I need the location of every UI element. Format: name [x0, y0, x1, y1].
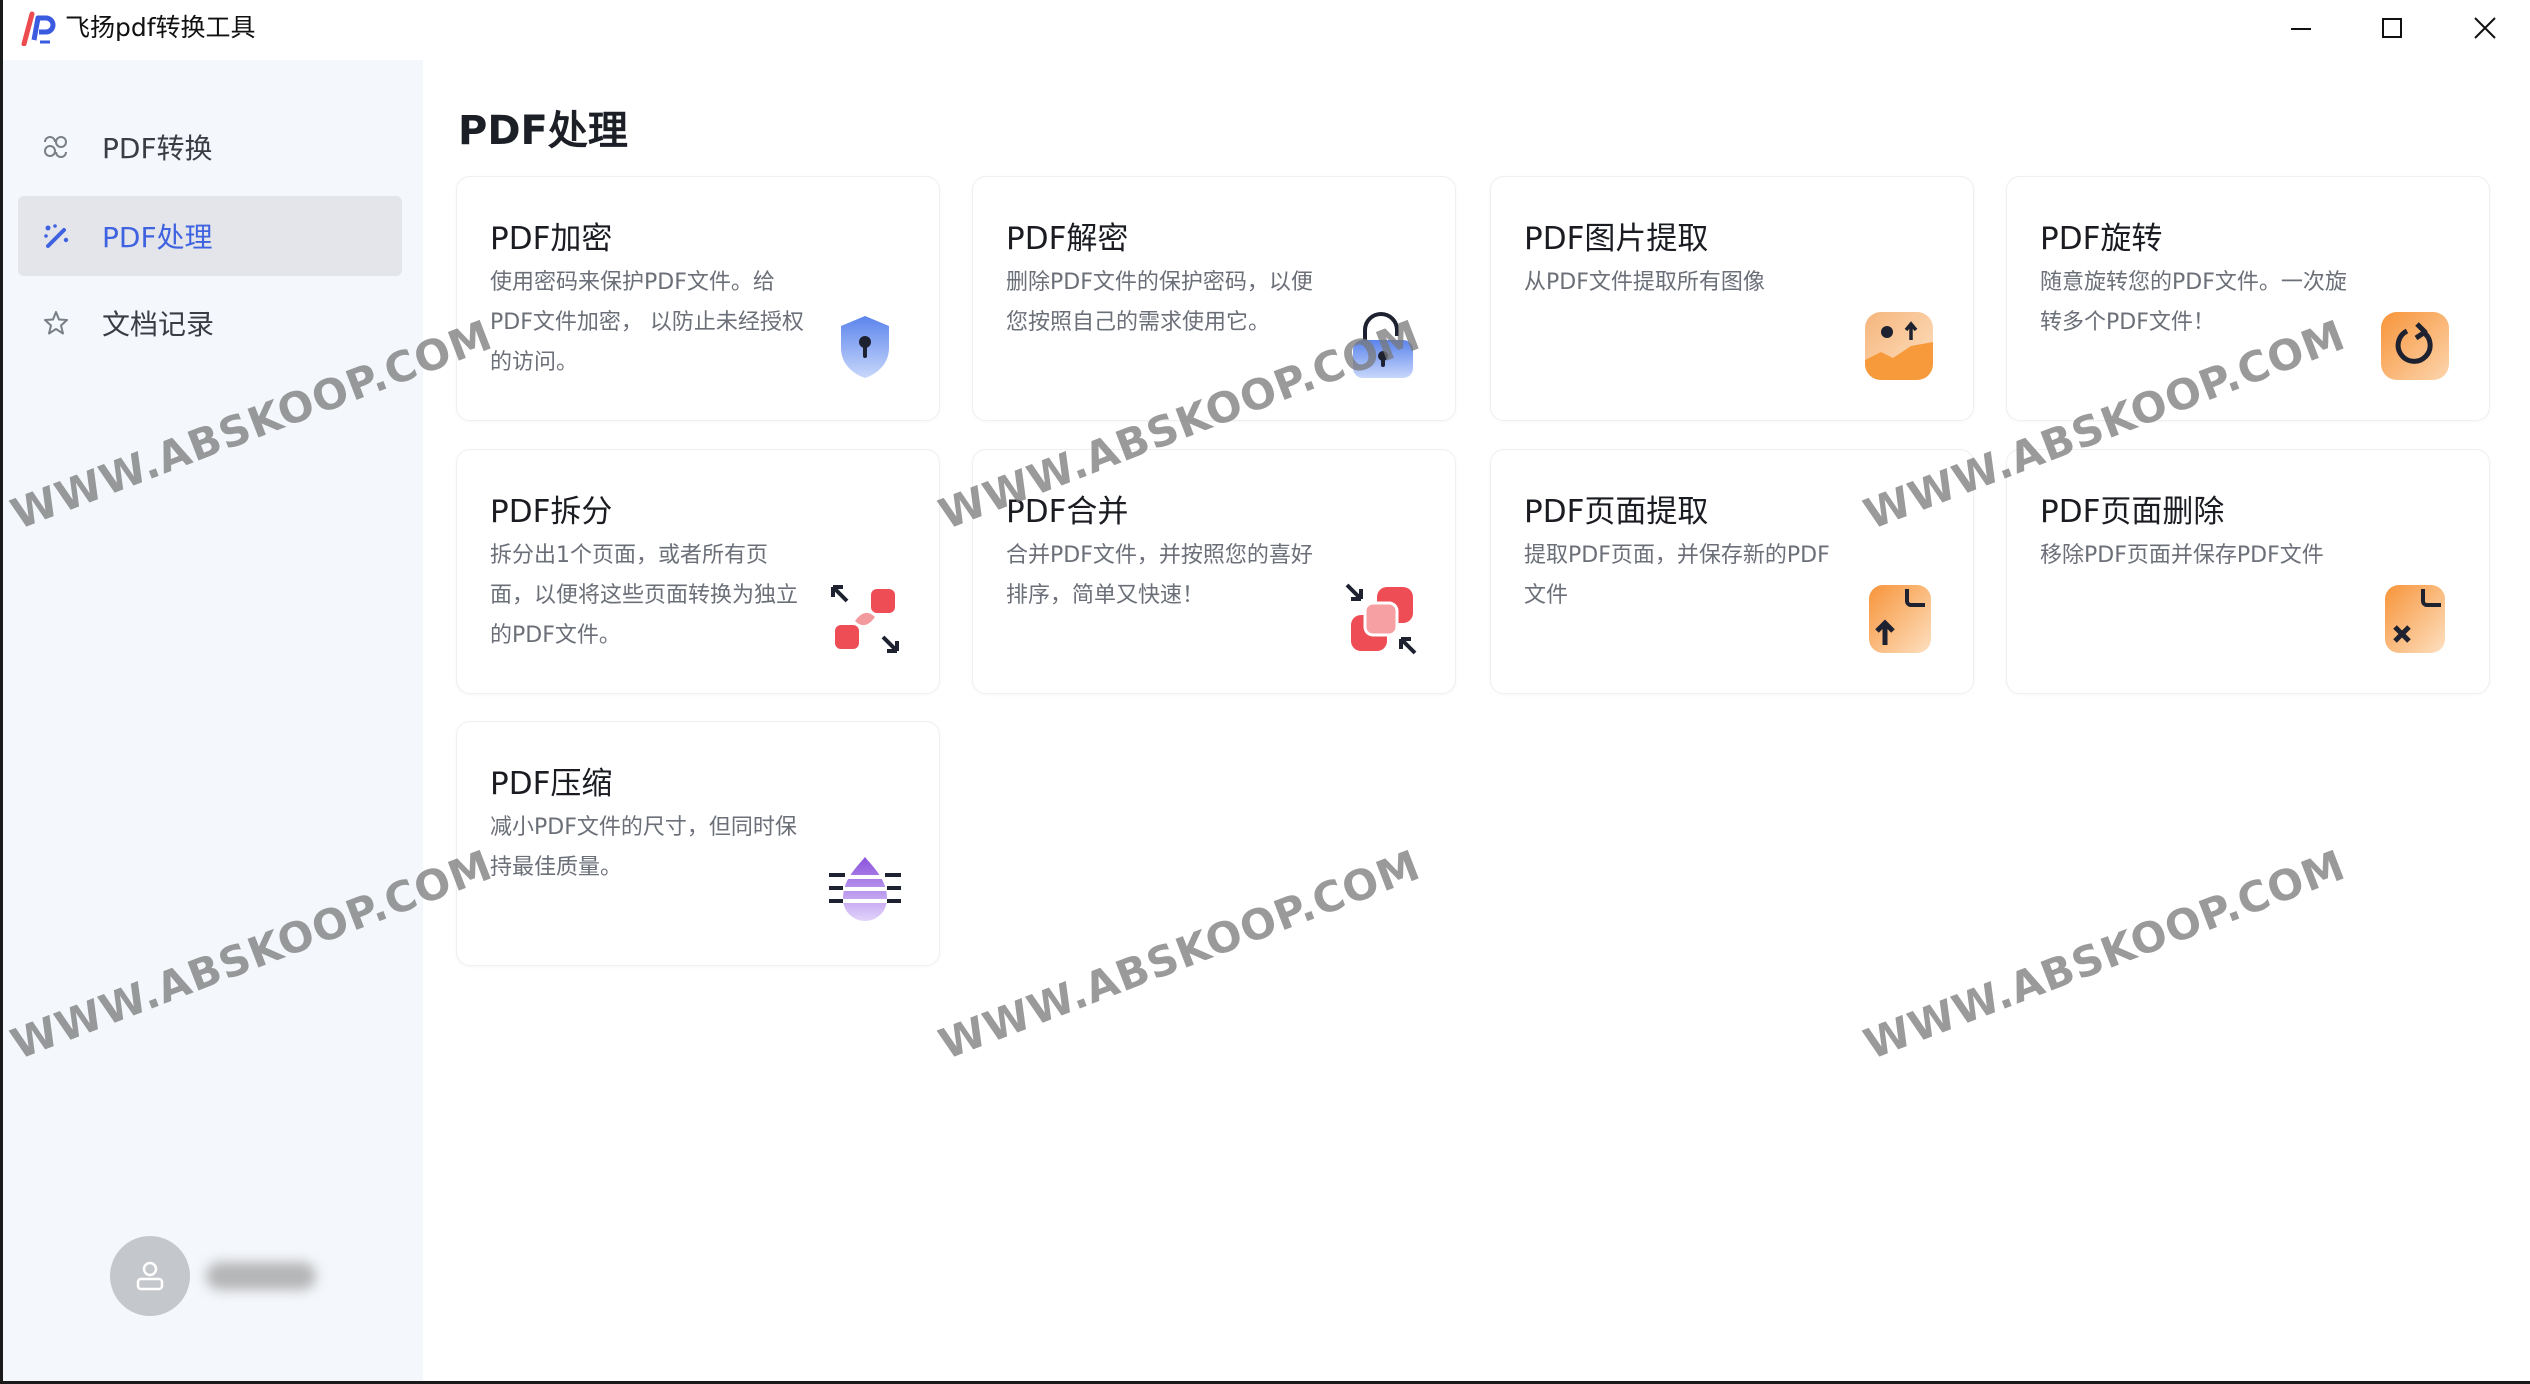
card-pdf-split[interactable]: PDF拆分 拆分出1个页面，或者所有页面，以便将这些页面转换为独立的PDF文件。 — [456, 449, 940, 694]
title-bar: 飞扬pdf转换工具 — [3, 0, 2530, 60]
maximize-button[interactable] — [2367, 6, 2417, 50]
card-pdf-compress[interactable]: PDF压缩 减小PDF文件的尺寸，但同时保持最佳质量。 — [456, 721, 940, 966]
close-icon — [2474, 17, 2496, 39]
card-description: 从PDF文件提取所有图像 — [1524, 270, 1765, 295]
shield-lock-icon — [841, 316, 889, 378]
close-button[interactable] — [2460, 6, 2510, 50]
card-description: 合并PDF文件，并按照您的喜好排序，简单又快速！ — [1006, 543, 1313, 608]
merge-icon — [1345, 583, 1417, 655]
rotate-icon — [2381, 312, 2449, 380]
unlock-icon — [1353, 312, 1413, 378]
page-title: PDF处理 — [458, 108, 628, 154]
card-pdf-rotate[interactable]: PDF旋转 随意旋转您的PDF文件。一次旋转多个PDF文件！ — [2006, 176, 2490, 421]
sidebar-item-pdf-convert[interactable]: PDF转换 — [18, 107, 402, 187]
card-pdf-decrypt[interactable]: PDF解密 删除PDF文件的保护密码，以便您按照自己的需求使用它。 — [972, 176, 1456, 421]
card-description: 使用密码来保护PDF文件。给PDF文件加密， 以防止未经授权的访问。 — [490, 270, 804, 375]
star-icon — [44, 311, 68, 335]
page-extract-icon — [1869, 585, 1931, 653]
compress-icon — [829, 857, 901, 921]
app-title: 飞扬pdf转换工具 — [65, 13, 256, 42]
card-pdf-image-extract[interactable]: PDF图片提取 从PDF文件提取所有图像 — [1490, 176, 1974, 421]
card-title: PDF拆分 — [490, 494, 613, 530]
card-title: PDF页面删除 — [2040, 494, 2225, 530]
card-title: PDF图片提取 — [1524, 221, 1709, 257]
username-blurred — [206, 1262, 316, 1290]
avatar[interactable] — [110, 1236, 190, 1316]
card-title: PDF压缩 — [490, 766, 613, 802]
card-description: 移除PDF页面并保存PDF文件 — [2040, 543, 2324, 568]
user-icon — [136, 1261, 164, 1291]
card-description: 拆分出1个页面，或者所有页面，以便将这些页面转换为独立的PDF文件。 — [490, 543, 799, 648]
magic-wand-icon — [44, 224, 69, 248]
card-title: PDF加密 — [490, 221, 613, 257]
card-title: PDF解密 — [1006, 221, 1129, 257]
main-content: PDF处理 PDF加密 使用密码来保护PDF文件。给PDF文件加密， 以防止未经… — [423, 60, 2530, 1381]
card-pdf-merge[interactable]: PDF合并 合并PDF文件，并按照您的喜好排序，简单又快速！ — [972, 449, 1456, 694]
card-pdf-page-extract[interactable]: PDF页面提取 提取PDF页面，并保存新的PDF文件 — [1490, 449, 1974, 694]
card-description: 减小PDF文件的尺寸，但同时保持最佳质量。 — [490, 815, 797, 880]
sidebar-item-label: PDF处理 — [102, 221, 213, 254]
sidebar-item-pdf-process[interactable]: PDF处理 — [18, 196, 402, 276]
card-pdf-page-delete[interactable]: PDF页面删除 移除PDF页面并保存PDF文件 — [2006, 449, 2490, 694]
sidebar-item-label: PDF转换 — [102, 132, 213, 165]
minimize-icon — [2291, 28, 2311, 30]
app-logo-icon — [21, 11, 56, 46]
image-extract-icon — [1865, 312, 1933, 380]
card-description: 提取PDF页面，并保存新的PDF文件 — [1524, 543, 1830, 608]
card-description: 随意旋转您的PDF文件。一次旋转多个PDF文件！ — [2040, 270, 2347, 335]
card-description: 删除PDF文件的保护密码，以便您按照自己的需求使用它。 — [1006, 270, 1313, 335]
card-pdf-encrypt[interactable]: PDF加密 使用密码来保护PDF文件。给PDF文件加密， 以防止未经授权的访问。 — [456, 176, 940, 421]
sidebar-item-document-history[interactable]: 文档记录 — [18, 283, 402, 363]
card-title: PDF合并 — [1006, 494, 1129, 530]
split-icon — [831, 585, 899, 653]
page-delete-icon — [2385, 585, 2445, 653]
sidebar-item-label: 文档记录 — [102, 308, 215, 341]
window-border — [0, 1381, 2530, 1384]
convert-icon — [44, 136, 67, 158]
card-title: PDF页面提取 — [1524, 494, 1709, 530]
card-title: PDF旋转 — [2040, 221, 2163, 257]
window-border — [0, 0, 3, 1384]
sidebar: PDF转换 PDF处理 文档记录 — [3, 60, 423, 1381]
minimize-button[interactable] — [2276, 6, 2326, 50]
user-profile[interactable] — [110, 1236, 316, 1316]
maximize-icon — [2382, 18, 2402, 38]
